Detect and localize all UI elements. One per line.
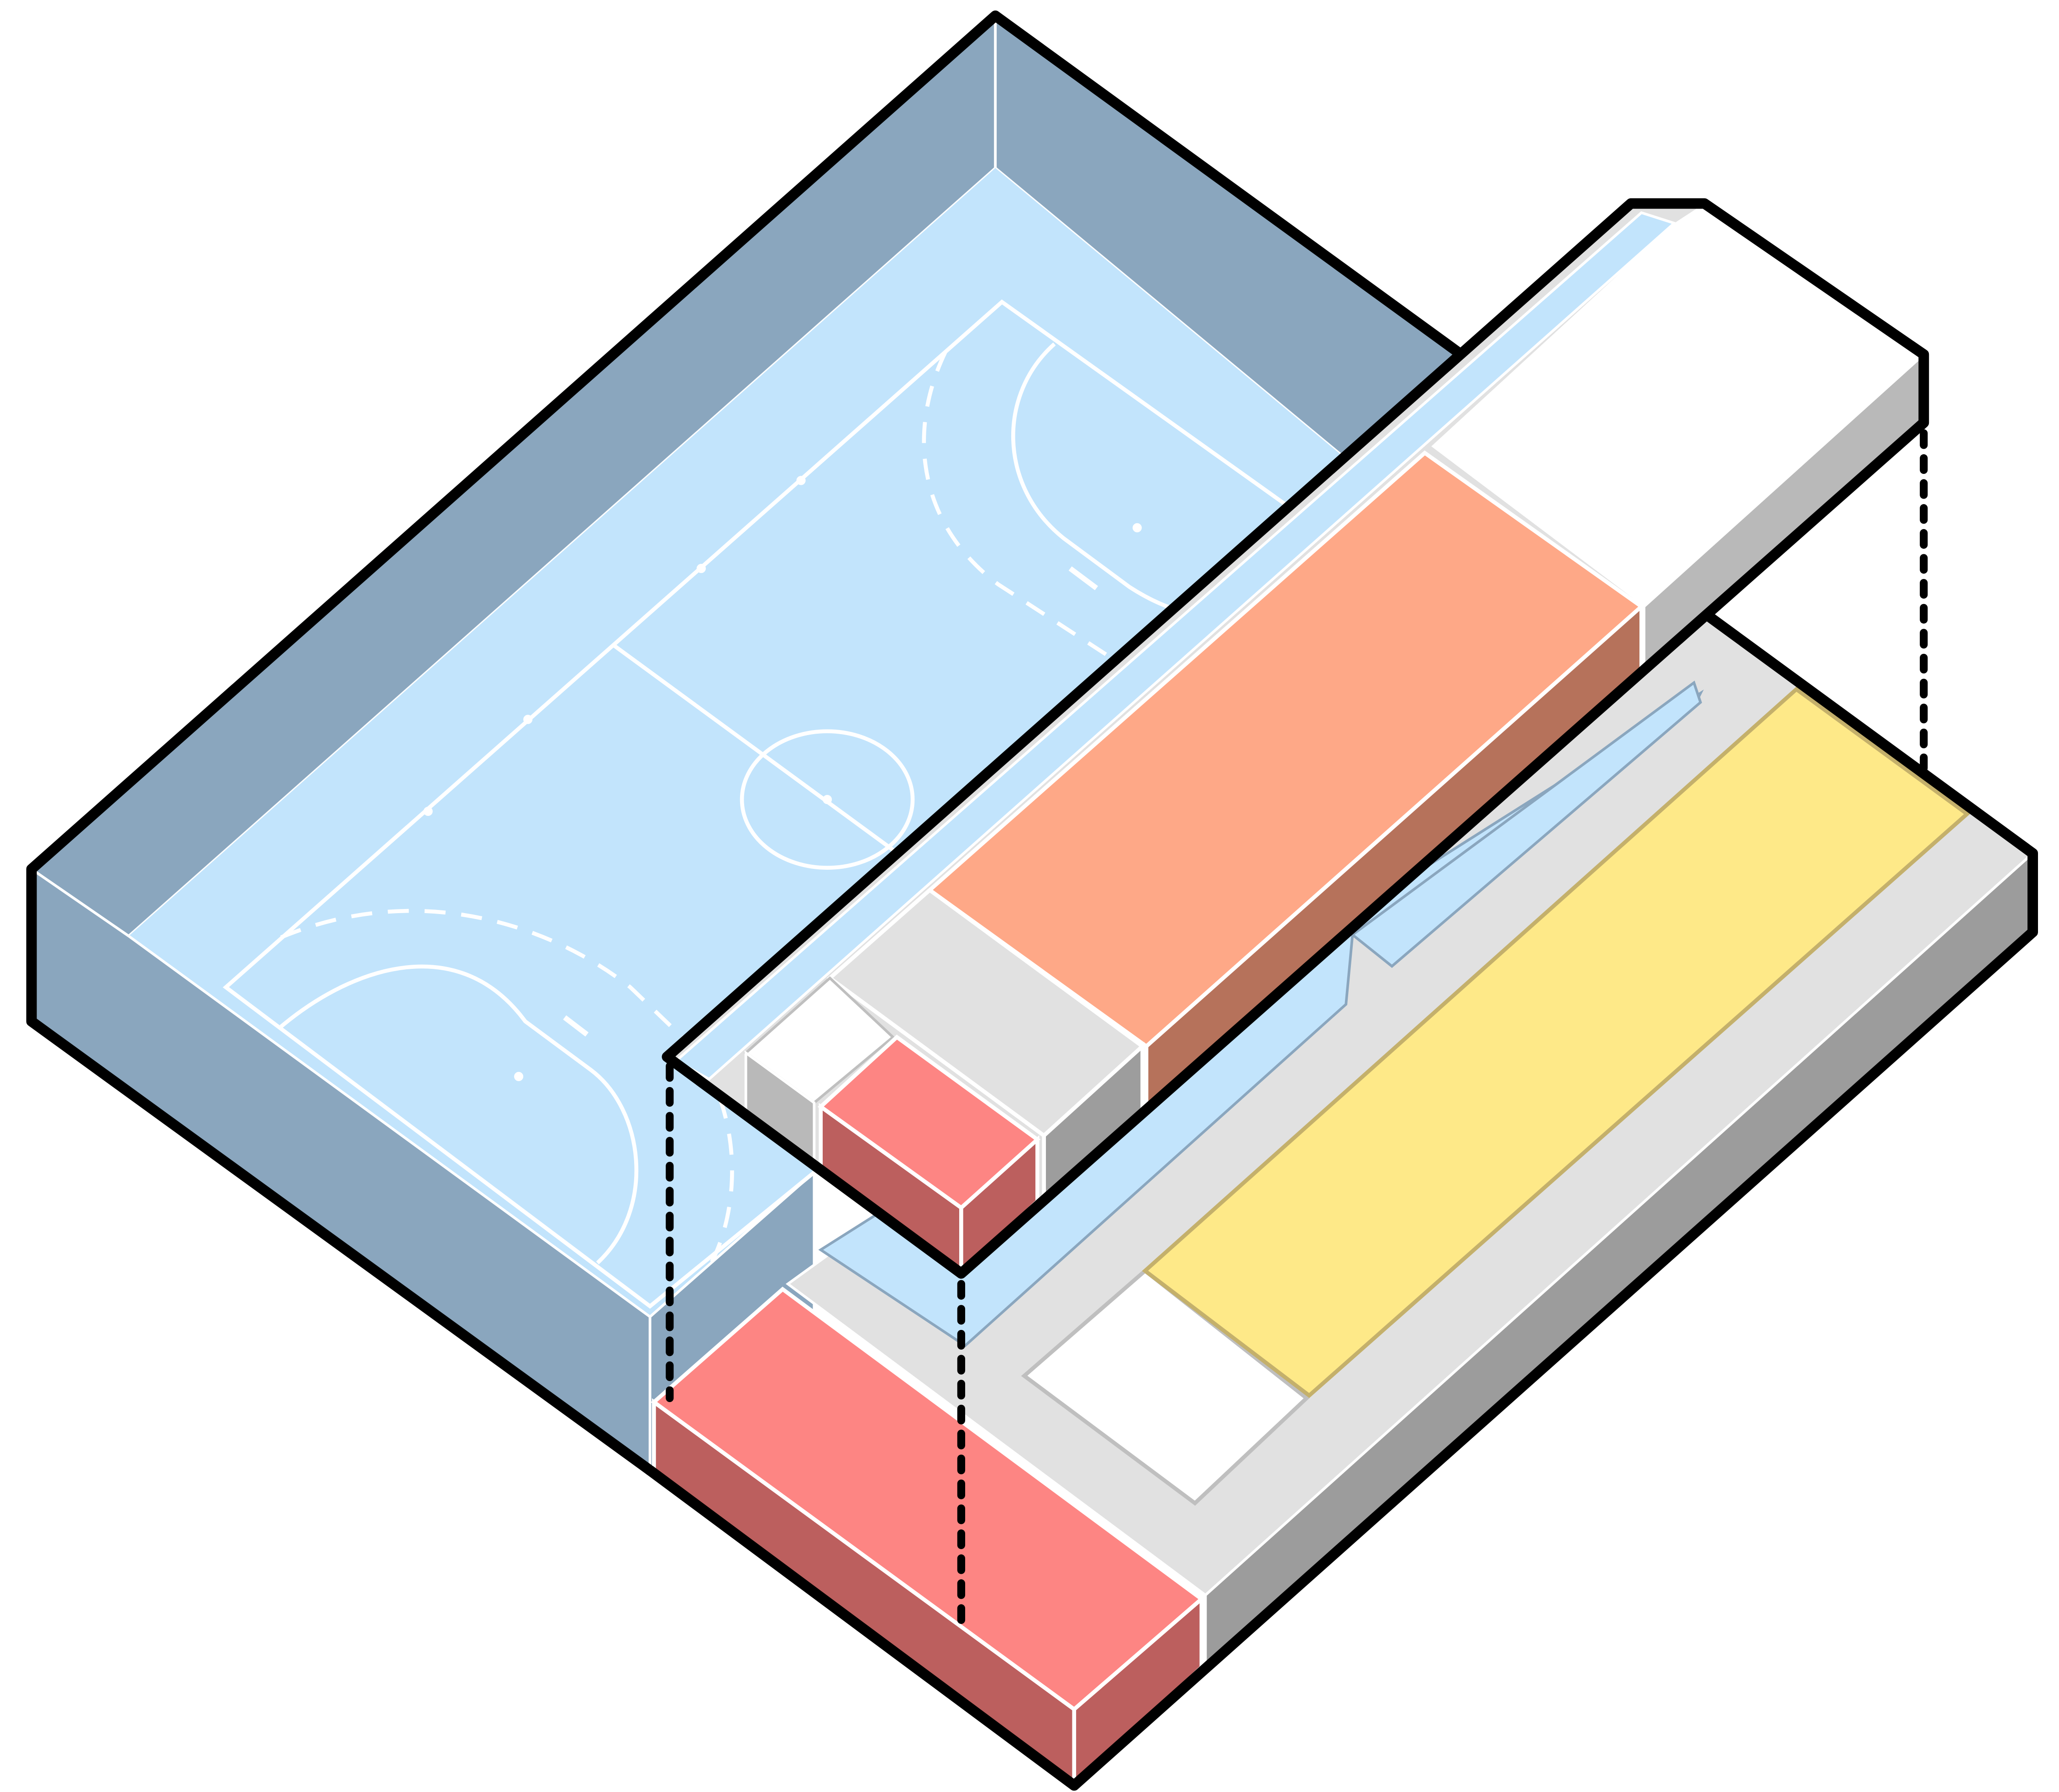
hall-court-floor	[128, 168, 1458, 1317]
projection-lines	[666, 429, 1928, 1625]
light-well-upper	[1350, 680, 1702, 968]
white-patio	[1021, 1268, 1310, 1506]
ground-outline	[645, 611, 2038, 1791]
yellow-strip	[1142, 687, 1970, 1398]
upper-gallery-strip	[674, 211, 1677, 1081]
court-spot-top	[1132, 523, 1142, 532]
court-sideline-tick-3	[696, 564, 706, 573]
upper-outline	[662, 198, 1929, 1279]
court-sideline-tick-2	[523, 715, 533, 724]
court-center-dot	[822, 795, 832, 804]
court-center-line	[613, 644, 920, 871]
upper-floor	[662, 198, 1929, 1279]
court-free-throw-line-bottom	[280, 909, 734, 1268]
court-sideline-tick-1	[423, 806, 433, 816]
court-boundary	[222, 299, 1334, 1309]
court-goal-area-bottom	[279, 964, 639, 1265]
court-markings	[222, 299, 1334, 1309]
court-free-throw-line-top	[922, 351, 1130, 672]
court-sideline-tick-4	[796, 476, 806, 485]
court-spot-bottom	[514, 1072, 524, 1081]
hall-outline	[26, 11, 1463, 1476]
sports-hall	[26, 11, 1463, 1476]
upper-roof-band	[1431, 203, 1924, 607]
court-center-circle	[740, 729, 915, 870]
court-penalty-mark-top	[1068, 566, 1098, 590]
court-penalty-mark-bottom	[563, 1015, 589, 1037]
